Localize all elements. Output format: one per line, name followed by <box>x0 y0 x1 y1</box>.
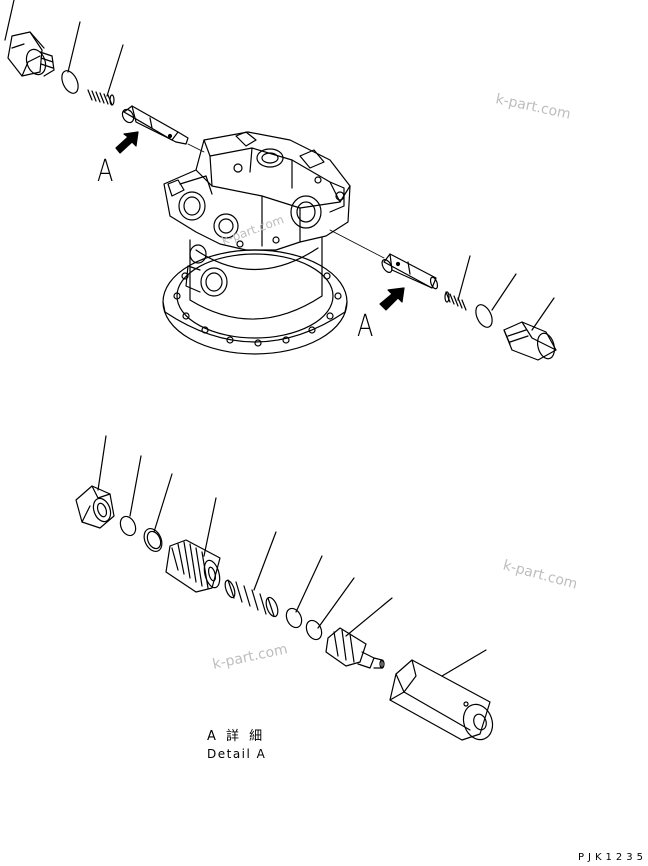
spring-right <box>444 291 467 311</box>
leader-lines-detail <box>97 435 487 677</box>
o-ring-top-left <box>61 70 79 94</box>
piston-sleeve-detail <box>389 659 494 741</box>
o-ring-detail-3 <box>305 619 323 641</box>
poppet-detail <box>325 627 385 669</box>
drawing-code: PJK1235 <box>578 852 647 863</box>
detail-title-en: Detail A <box>207 747 267 761</box>
plug-fitting-right <box>503 321 557 361</box>
leader-lines-right <box>457 255 555 331</box>
o-ring-detail-1 <box>119 515 137 537</box>
threaded-sleeve-detail <box>165 539 221 593</box>
hex-plug-detail <box>75 485 115 529</box>
o-ring-right <box>475 304 493 328</box>
axis-line <box>187 143 385 259</box>
callout-a-upper: A <box>97 154 114 189</box>
spool-top-left <box>121 105 189 145</box>
plug-fitting-top-left <box>7 31 55 77</box>
flange-bolt-holes <box>173 272 342 347</box>
o-ring-detail-2 <box>285 607 303 629</box>
arrow-a-upper <box>115 131 139 154</box>
arrow-a-lower <box>379 287 405 311</box>
callout-a-lower: A <box>357 309 374 344</box>
spring-detail <box>224 579 279 618</box>
spring-top-left <box>87 89 115 106</box>
swing-motor-body <box>162 131 351 355</box>
backup-ring-detail <box>143 528 163 552</box>
spool-right <box>381 253 439 290</box>
leader-lines-top-left <box>4 0 124 97</box>
detail-title-jp: A 詳 細 <box>207 729 266 744</box>
